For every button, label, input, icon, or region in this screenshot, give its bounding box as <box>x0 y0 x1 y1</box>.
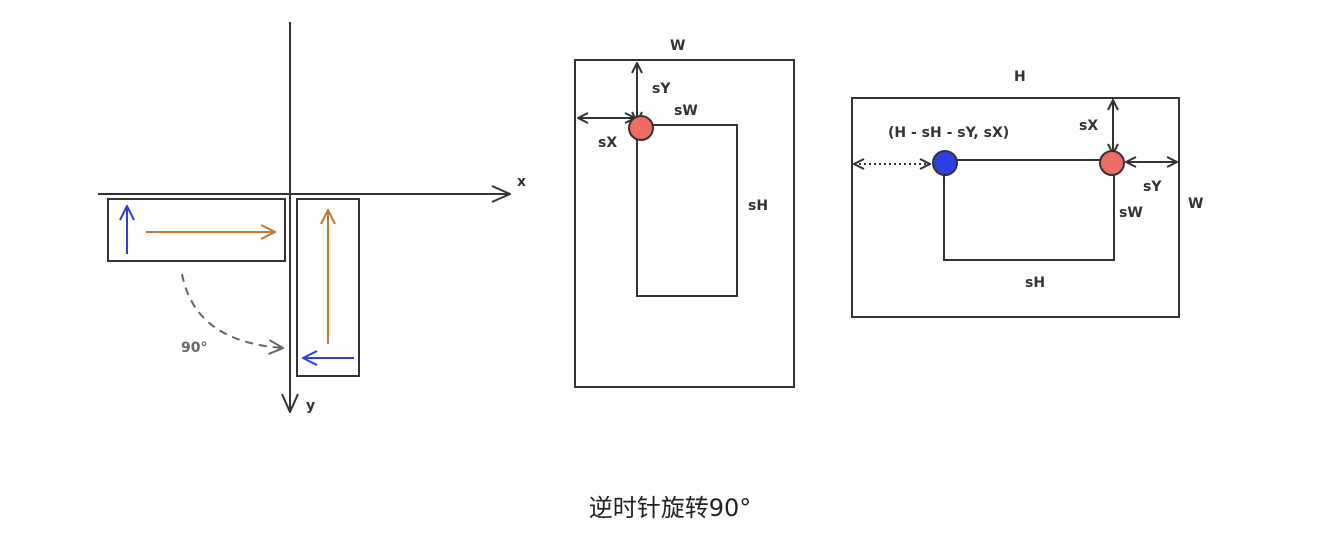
after-sx-label: sX <box>1079 118 1098 134</box>
after-height-label: W <box>1188 196 1203 212</box>
y-axis-label: y <box>306 398 315 414</box>
rotated-rect <box>296 198 360 377</box>
before-width-label: W <box>670 38 685 54</box>
dashed-rotation-arrow <box>181 273 283 348</box>
x-axis-label: x <box>517 174 526 190</box>
before-panel: W sY sX sW sH <box>574 38 795 388</box>
rotated-rect-group <box>296 198 360 377</box>
original-rect-group <box>107 198 286 262</box>
after-coord-label: (H - sH - sY, sX) <box>888 125 1009 141</box>
before-outer-rect <box>574 59 795 388</box>
angle-label: 90° <box>181 340 207 356</box>
after-old-origin-dot <box>1099 150 1125 176</box>
before-inner-rect <box>636 124 738 297</box>
after-panel: H W (H - sH - sY, sX) sX sY sW sH <box>851 69 1203 318</box>
axes-group: x y <box>98 22 526 414</box>
after-sw-label: sW <box>1119 205 1143 221</box>
after-outer-rect <box>851 97 1180 318</box>
after-sh-label: sH <box>1025 275 1045 291</box>
before-sy-label: sY <box>652 81 671 97</box>
rotation-indicator: 90° <box>181 273 283 356</box>
original-rect <box>107 198 286 262</box>
before-sw-label: sW <box>674 103 698 119</box>
before-sx-label: sX <box>598 135 617 151</box>
after-width-label: H <box>1014 69 1026 85</box>
after-inner-rect <box>943 159 1115 261</box>
figure-caption: 逆时针旋转90° <box>588 494 752 522</box>
after-new-origin-dot <box>932 150 958 176</box>
before-origin-dot <box>628 115 654 141</box>
after-sy-label: sY <box>1143 179 1162 195</box>
before-sh-label: sH <box>748 198 768 214</box>
